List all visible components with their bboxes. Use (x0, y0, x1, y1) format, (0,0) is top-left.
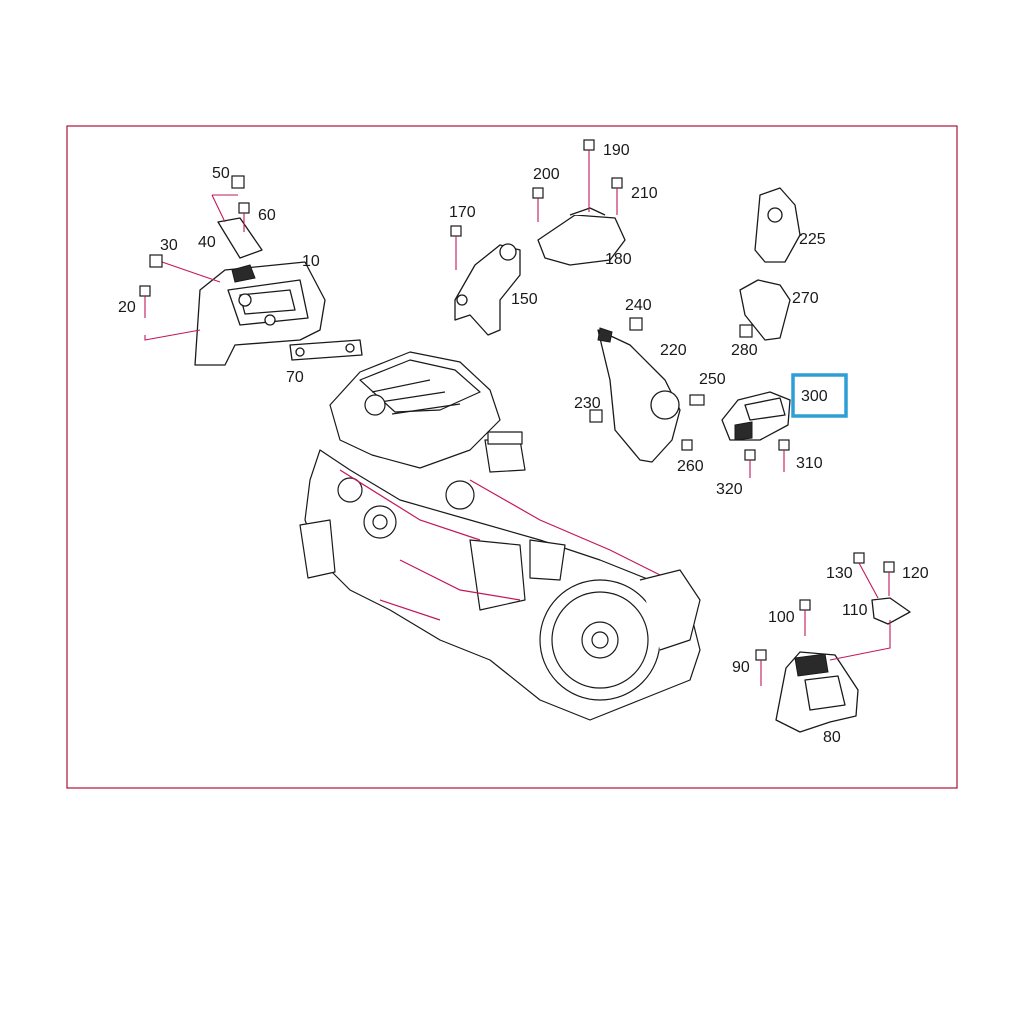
callout-200[interactable]: 200 (533, 166, 560, 183)
bolt-60[interactable] (238, 202, 250, 232)
callout-40[interactable]: 40 (198, 234, 216, 251)
bracket-110[interactable] (871, 597, 911, 625)
callout-60[interactable]: 60 (258, 207, 276, 224)
callout-250[interactable]: 250 (699, 371, 726, 388)
bracket-220[interactable] (597, 327, 681, 463)
callout-310[interactable]: 310 (796, 455, 823, 472)
callout-280[interactable]: 280 (731, 342, 758, 359)
bolt-30[interactable] (149, 254, 221, 283)
callout-10[interactable]: 10 (302, 253, 320, 270)
engine-mount-left[interactable] (194, 261, 326, 366)
bolt-90[interactable] (755, 649, 767, 686)
nut-50[interactable] (231, 175, 245, 189)
callout-130[interactable]: 130 (826, 565, 853, 582)
callout-210[interactable]: 210 (631, 185, 658, 202)
callout-230[interactable]: 230 (574, 395, 601, 412)
callout-320[interactable]: 320 (716, 481, 743, 498)
callout-110[interactable]: 110 (842, 602, 868, 619)
callout-30[interactable]: 30 (160, 237, 178, 254)
callout-170[interactable]: 170 (449, 204, 476, 221)
bolt-170[interactable] (450, 225, 462, 270)
bracket-225[interactable] (754, 187, 801, 263)
bolt-260[interactable] (681, 439, 693, 451)
callout-90[interactable]: 90 (732, 659, 750, 676)
callout-240[interactable]: 240 (625, 297, 652, 314)
bracket-270[interactable] (739, 279, 791, 341)
callout-270[interactable]: 270 (792, 290, 819, 307)
bracket-150[interactable] (454, 243, 521, 336)
bushing-280[interactable] (739, 324, 753, 338)
callout-190[interactable]: 190 (603, 142, 630, 159)
bolt-240[interactable] (629, 317, 643, 331)
bolt-200[interactable] (532, 187, 544, 222)
callouts: 10 20 30 40 50 60 70 80 90 100 110 120 1… (118, 142, 929, 746)
bolt-100[interactable] (799, 599, 811, 636)
nut-230[interactable] (589, 409, 603, 423)
bolt-120[interactable] (883, 561, 895, 596)
callout-80[interactable]: 80 (823, 729, 841, 746)
callout-220[interactable]: 220 (660, 342, 687, 359)
bolt-130[interactable] (853, 552, 879, 599)
callout-highlight-box (791, 373, 848, 418)
callout-20[interactable]: 20 (118, 299, 136, 316)
bolt-20[interactable] (139, 285, 151, 318)
callout-70[interactable]: 70 (286, 369, 304, 386)
bolt-320[interactable] (744, 449, 756, 478)
bracket-180[interactable] (537, 207, 626, 266)
bracket-40[interactable] (217, 217, 263, 259)
callout-100[interactable]: 100 (768, 609, 795, 626)
callout-50[interactable]: 50 (212, 165, 230, 182)
bolt-190[interactable] (583, 139, 595, 212)
callout-180[interactable]: 180 (605, 251, 632, 268)
callout-150[interactable]: 150 (511, 291, 538, 308)
gasket-70[interactable] (289, 339, 363, 361)
callout-260[interactable]: 260 (677, 458, 704, 475)
diagram-frame (66, 125, 958, 789)
engine-mount-right[interactable] (775, 651, 859, 733)
engine-assembly (299, 351, 701, 721)
callout-300[interactable]: 300 (801, 388, 828, 405)
engine-mount-rear[interactable] (721, 391, 791, 441)
bolt-210[interactable] (611, 177, 623, 215)
callout-120[interactable]: 120 (902, 565, 929, 582)
callout-225[interactable]: 225 (799, 231, 826, 248)
bolt-310[interactable] (778, 439, 790, 472)
bolt-250[interactable] (689, 394, 705, 406)
